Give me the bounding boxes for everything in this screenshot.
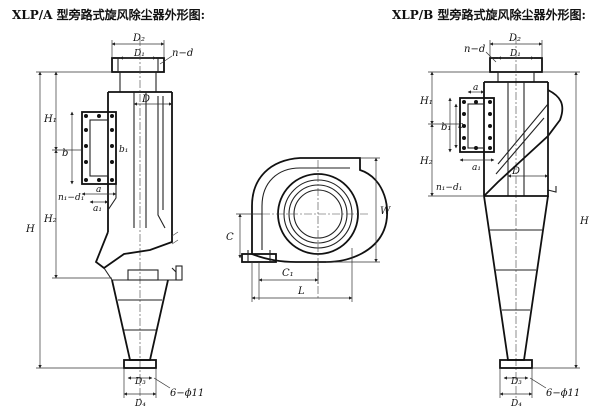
xlp-b-label-nd: n−d (464, 44, 485, 55)
xlp-b-bolt-holes (462, 100, 492, 150)
xlp-a-label-d4: D₄ (134, 399, 146, 409)
xlp-b-label-d3: D₃ (510, 377, 522, 387)
xlp-a-swirl (94, 228, 173, 270)
xlp-b-label-h: H (579, 216, 589, 227)
top-view-label-c: C (226, 232, 234, 243)
xlp-a-drawing: D₂ D₁ n−d D H H₁ H₂ b b₁ a a₁ n₁−d₁ D₃ D… (25, 33, 204, 409)
xlp-b-label-d4: D₄ (510, 399, 522, 409)
xlp-a-label-b1: b₁ (119, 145, 128, 155)
xlp-b-label-a1: a₁ (472, 163, 481, 173)
xlp-a-label-d1: D₁ (133, 49, 145, 59)
xlp-b-label-d: D (511, 166, 520, 177)
xlp-a-bolt-holes (84, 114, 114, 182)
top-view-label-w: W (380, 206, 391, 217)
xlp-a-label-n1d1: n₁−d₁ (58, 193, 84, 203)
xlp-b-spiral (483, 89, 564, 197)
xlp-b-label-h1: H₁ (419, 96, 433, 107)
xlp-a-inlet-flange (81, 111, 117, 185)
xlp-b-label-n1d1: n₁−d₁ (436, 183, 462, 193)
title-xlp-b: XLP/B 型旁路式旋风除尘器外形图: (392, 8, 586, 22)
xlp-b-label-a: a (473, 83, 478, 93)
xlp-a-label-holes: 6−ϕ11 (170, 388, 204, 399)
xlp-a-label-h2: H₂ (43, 214, 57, 225)
top-view-label-l: L (297, 286, 305, 297)
xlp-b-label-h2: H₂ (419, 156, 433, 167)
xlp-a-bypass (157, 96, 166, 229)
xlp-b-bottom-flange (499, 359, 533, 369)
xlp-b-inlet-flange (459, 97, 495, 153)
xlp-b-drawing: D₂ D₁ n−d D H H₁ H₂ b₁ b a a₁ n₁−d₁ D₃ D… (419, 33, 589, 409)
xlp-a-label-h: H (25, 224, 35, 235)
top-view-drawing: W C C₁ L (226, 157, 391, 302)
xlp-a-label-nd: n−d (172, 48, 193, 59)
xlp-a-label-d: D (141, 94, 150, 105)
xlp-a-bottom-flange (123, 359, 157, 369)
xlp-b-label-b: b (458, 121, 464, 131)
top-view-scroll (251, 157, 388, 263)
xlp-b-label-holes: 6−ϕ11 (546, 388, 580, 399)
xlp-a-label-d3: D₃ (134, 377, 146, 387)
xlp-a-label-b: b (62, 148, 68, 159)
xlp-a-label-a: a (96, 185, 101, 195)
top-view-label-c1: C₁ (282, 268, 294, 279)
xlp-b-label-b1: b₁ (441, 122, 451, 133)
xlp-a-outlet-pipe (119, 71, 157, 93)
xlp-a-label-h1: H₁ (43, 114, 57, 125)
xlp-a-label-a1: a₁ (93, 204, 102, 214)
top-view-inlet-flange (241, 253, 277, 263)
xlp-a-label-d2: D₂ (132, 33, 145, 44)
xlp-b-label-d1: D₁ (509, 49, 521, 59)
xlp-b-label-d2: D₂ (508, 33, 521, 44)
title-xlp-a: XLP/A 型旁路式旋风除尘器外形图: (12, 8, 206, 22)
xlp-a-top-flange (111, 57, 165, 73)
